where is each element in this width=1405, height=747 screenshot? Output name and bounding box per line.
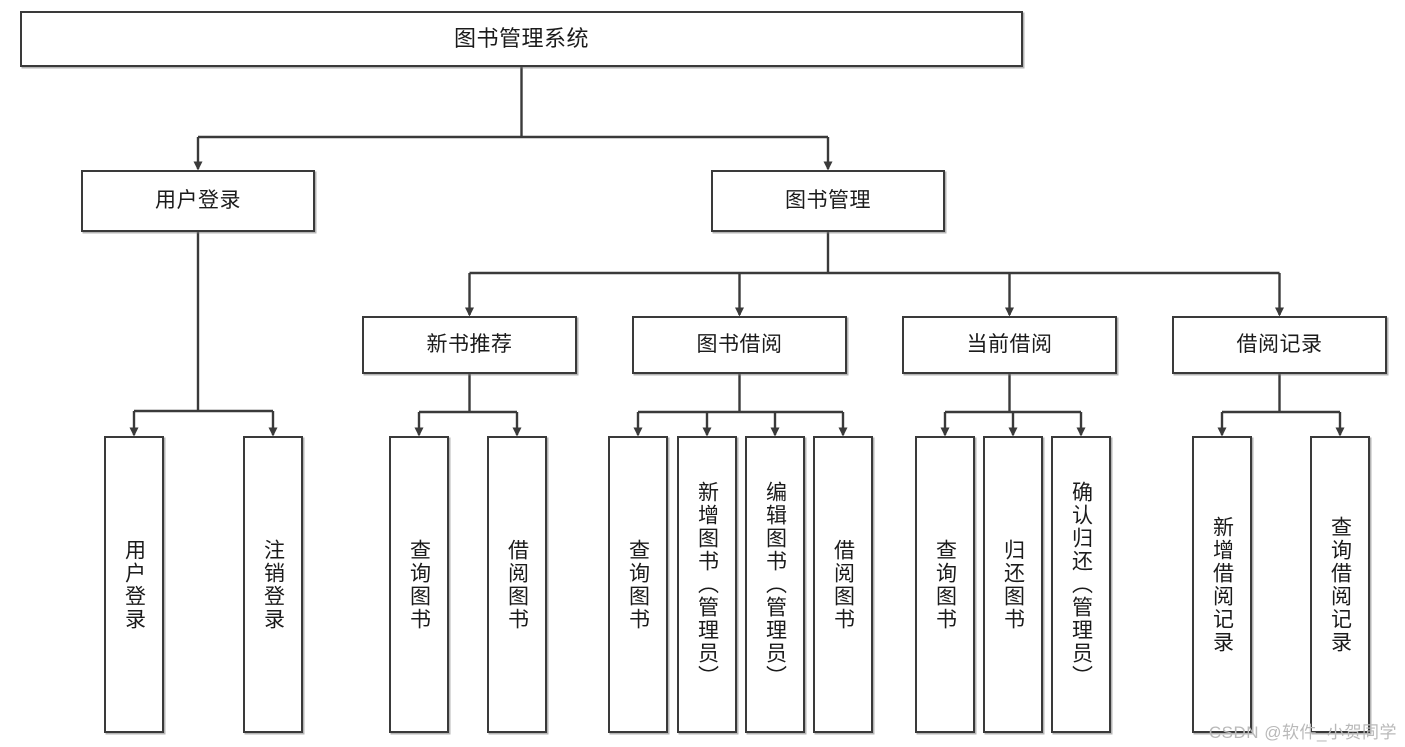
node-label: 借阅图书 [505, 538, 529, 631]
leaf-borrow-book[interactable]: 借阅图书 [813, 436, 873, 733]
node-label: 新书推荐 [426, 333, 513, 357]
leaf-logout[interactable]: 注销登录 [243, 436, 303, 733]
node-borrow-record[interactable]: 借阅记录 [1172, 316, 1387, 374]
watermark: CSDN @软件_小贺同学 [1208, 723, 1397, 742]
node-label: 当前借阅 [966, 333, 1053, 357]
node-label: 图书借阅 [696, 333, 783, 357]
node-book-management[interactable]: 图书管理 [711, 170, 945, 232]
leaf-add-book-admin[interactable]: 新增图书（管理员） [677, 436, 737, 733]
leaf-add-borrow-record[interactable]: 新增借阅记录 [1192, 436, 1252, 733]
node-label: 查询图书 [407, 538, 431, 631]
node-label: 用户登录 [122, 538, 146, 631]
node-label: 用户登录 [155, 189, 241, 213]
node-label: 新增借阅记录 [1210, 515, 1234, 654]
node-label: 新增图书（管理员） [695, 481, 719, 688]
node-label: 归还图书 [1001, 538, 1025, 631]
node-current-borrow[interactable]: 当前借阅 [902, 316, 1117, 374]
node-label: 注销登录 [261, 538, 285, 631]
leaf-query-borrow-record[interactable]: 查询借阅记录 [1310, 436, 1370, 733]
node-label: 图书管理 [785, 189, 871, 213]
leaf-user-login[interactable]: 用户登录 [104, 436, 164, 733]
node-label: 编辑图书（管理员） [763, 481, 787, 688]
node-label: 查询图书 [626, 538, 650, 631]
node-user-login[interactable]: 用户登录 [81, 170, 315, 232]
leaf-return-book[interactable]: 归还图书 [983, 436, 1043, 733]
node-label: 借阅图书 [831, 538, 855, 631]
node-label: 确认归还（管理员） [1069, 481, 1093, 688]
node-label: 查询借阅记录 [1328, 515, 1352, 654]
node-label: 查询图书 [933, 538, 957, 631]
node-label: 借阅记录 [1236, 333, 1323, 357]
leaf-confirm-return-admin[interactable]: 确认归还（管理员） [1051, 436, 1111, 733]
leaf-query-book-current[interactable]: 查询图书 [915, 436, 975, 733]
leaf-query-book-borrow[interactable]: 查询图书 [608, 436, 668, 733]
leaf-edit-book-admin[interactable]: 编辑图书（管理员） [745, 436, 805, 733]
node-new-book-recommend[interactable]: 新书推荐 [362, 316, 577, 374]
node-label: 图书管理系统 [453, 25, 589, 51]
leaf-borrow-book-recommend[interactable]: 借阅图书 [487, 436, 547, 733]
node-root[interactable]: 图书管理系统 [20, 11, 1023, 67]
node-book-borrow[interactable]: 图书借阅 [632, 316, 847, 374]
leaf-query-book-recommend[interactable]: 查询图书 [389, 436, 449, 733]
